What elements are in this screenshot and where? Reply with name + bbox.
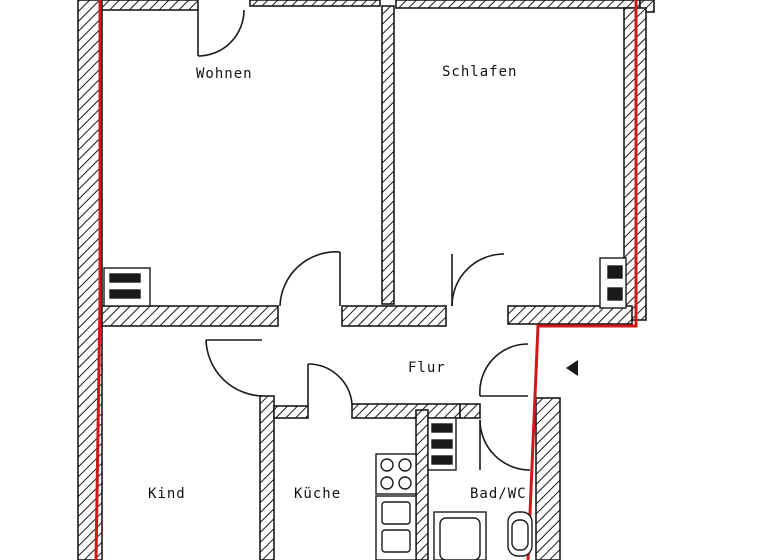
door-bad-arc xyxy=(479,419,531,471)
room-label-kueche: Küche xyxy=(294,486,341,502)
outline-right xyxy=(526,0,638,560)
wall-kueche-top-left xyxy=(273,405,309,419)
bathtub-icon xyxy=(433,511,487,560)
wall-bad-right xyxy=(535,397,561,560)
door-schlafen-arc xyxy=(451,253,505,307)
wall-bad-top xyxy=(459,403,481,419)
door-kind-arc xyxy=(205,339,263,397)
room-label-schlafen: Schlafen xyxy=(442,64,517,80)
red-outline xyxy=(94,0,638,560)
door-entrance-arc xyxy=(479,343,529,397)
wall-kueche-top-right xyxy=(351,403,461,419)
radiator-icon xyxy=(599,257,627,309)
radiator-icon xyxy=(427,417,457,471)
room-label-kind: Kind xyxy=(148,486,186,502)
outline-left xyxy=(94,0,102,560)
sink-icon xyxy=(375,495,417,560)
room-label-bad: Bad/WC xyxy=(470,486,527,502)
wall-wohnen-schlafen xyxy=(381,5,395,305)
walls xyxy=(77,0,655,560)
wall-top-left xyxy=(101,0,199,11)
stove-icon xyxy=(375,453,417,495)
wall-schlafen-bottom xyxy=(507,305,633,325)
door-top-arc xyxy=(197,9,245,57)
room-label-flur: Flur xyxy=(408,360,446,376)
radiator-icon xyxy=(103,267,151,307)
wall-wohnen-bottom-right xyxy=(341,305,447,327)
door-kueche-arc xyxy=(307,363,353,405)
wall-top-middle xyxy=(249,0,381,7)
wall-kind-kueche xyxy=(259,395,275,560)
triangle-left-icon xyxy=(566,360,578,376)
doors xyxy=(197,9,531,471)
wall-left-outer xyxy=(77,0,103,560)
wall-kueche-bad xyxy=(415,409,429,560)
room-label-wohnen: Wohnen xyxy=(196,66,253,82)
wall-wohnen-bottom-left xyxy=(101,305,279,327)
toilet-icon xyxy=(507,511,533,557)
door-wohnen-arc xyxy=(279,251,341,307)
wall-top-right xyxy=(395,0,641,9)
